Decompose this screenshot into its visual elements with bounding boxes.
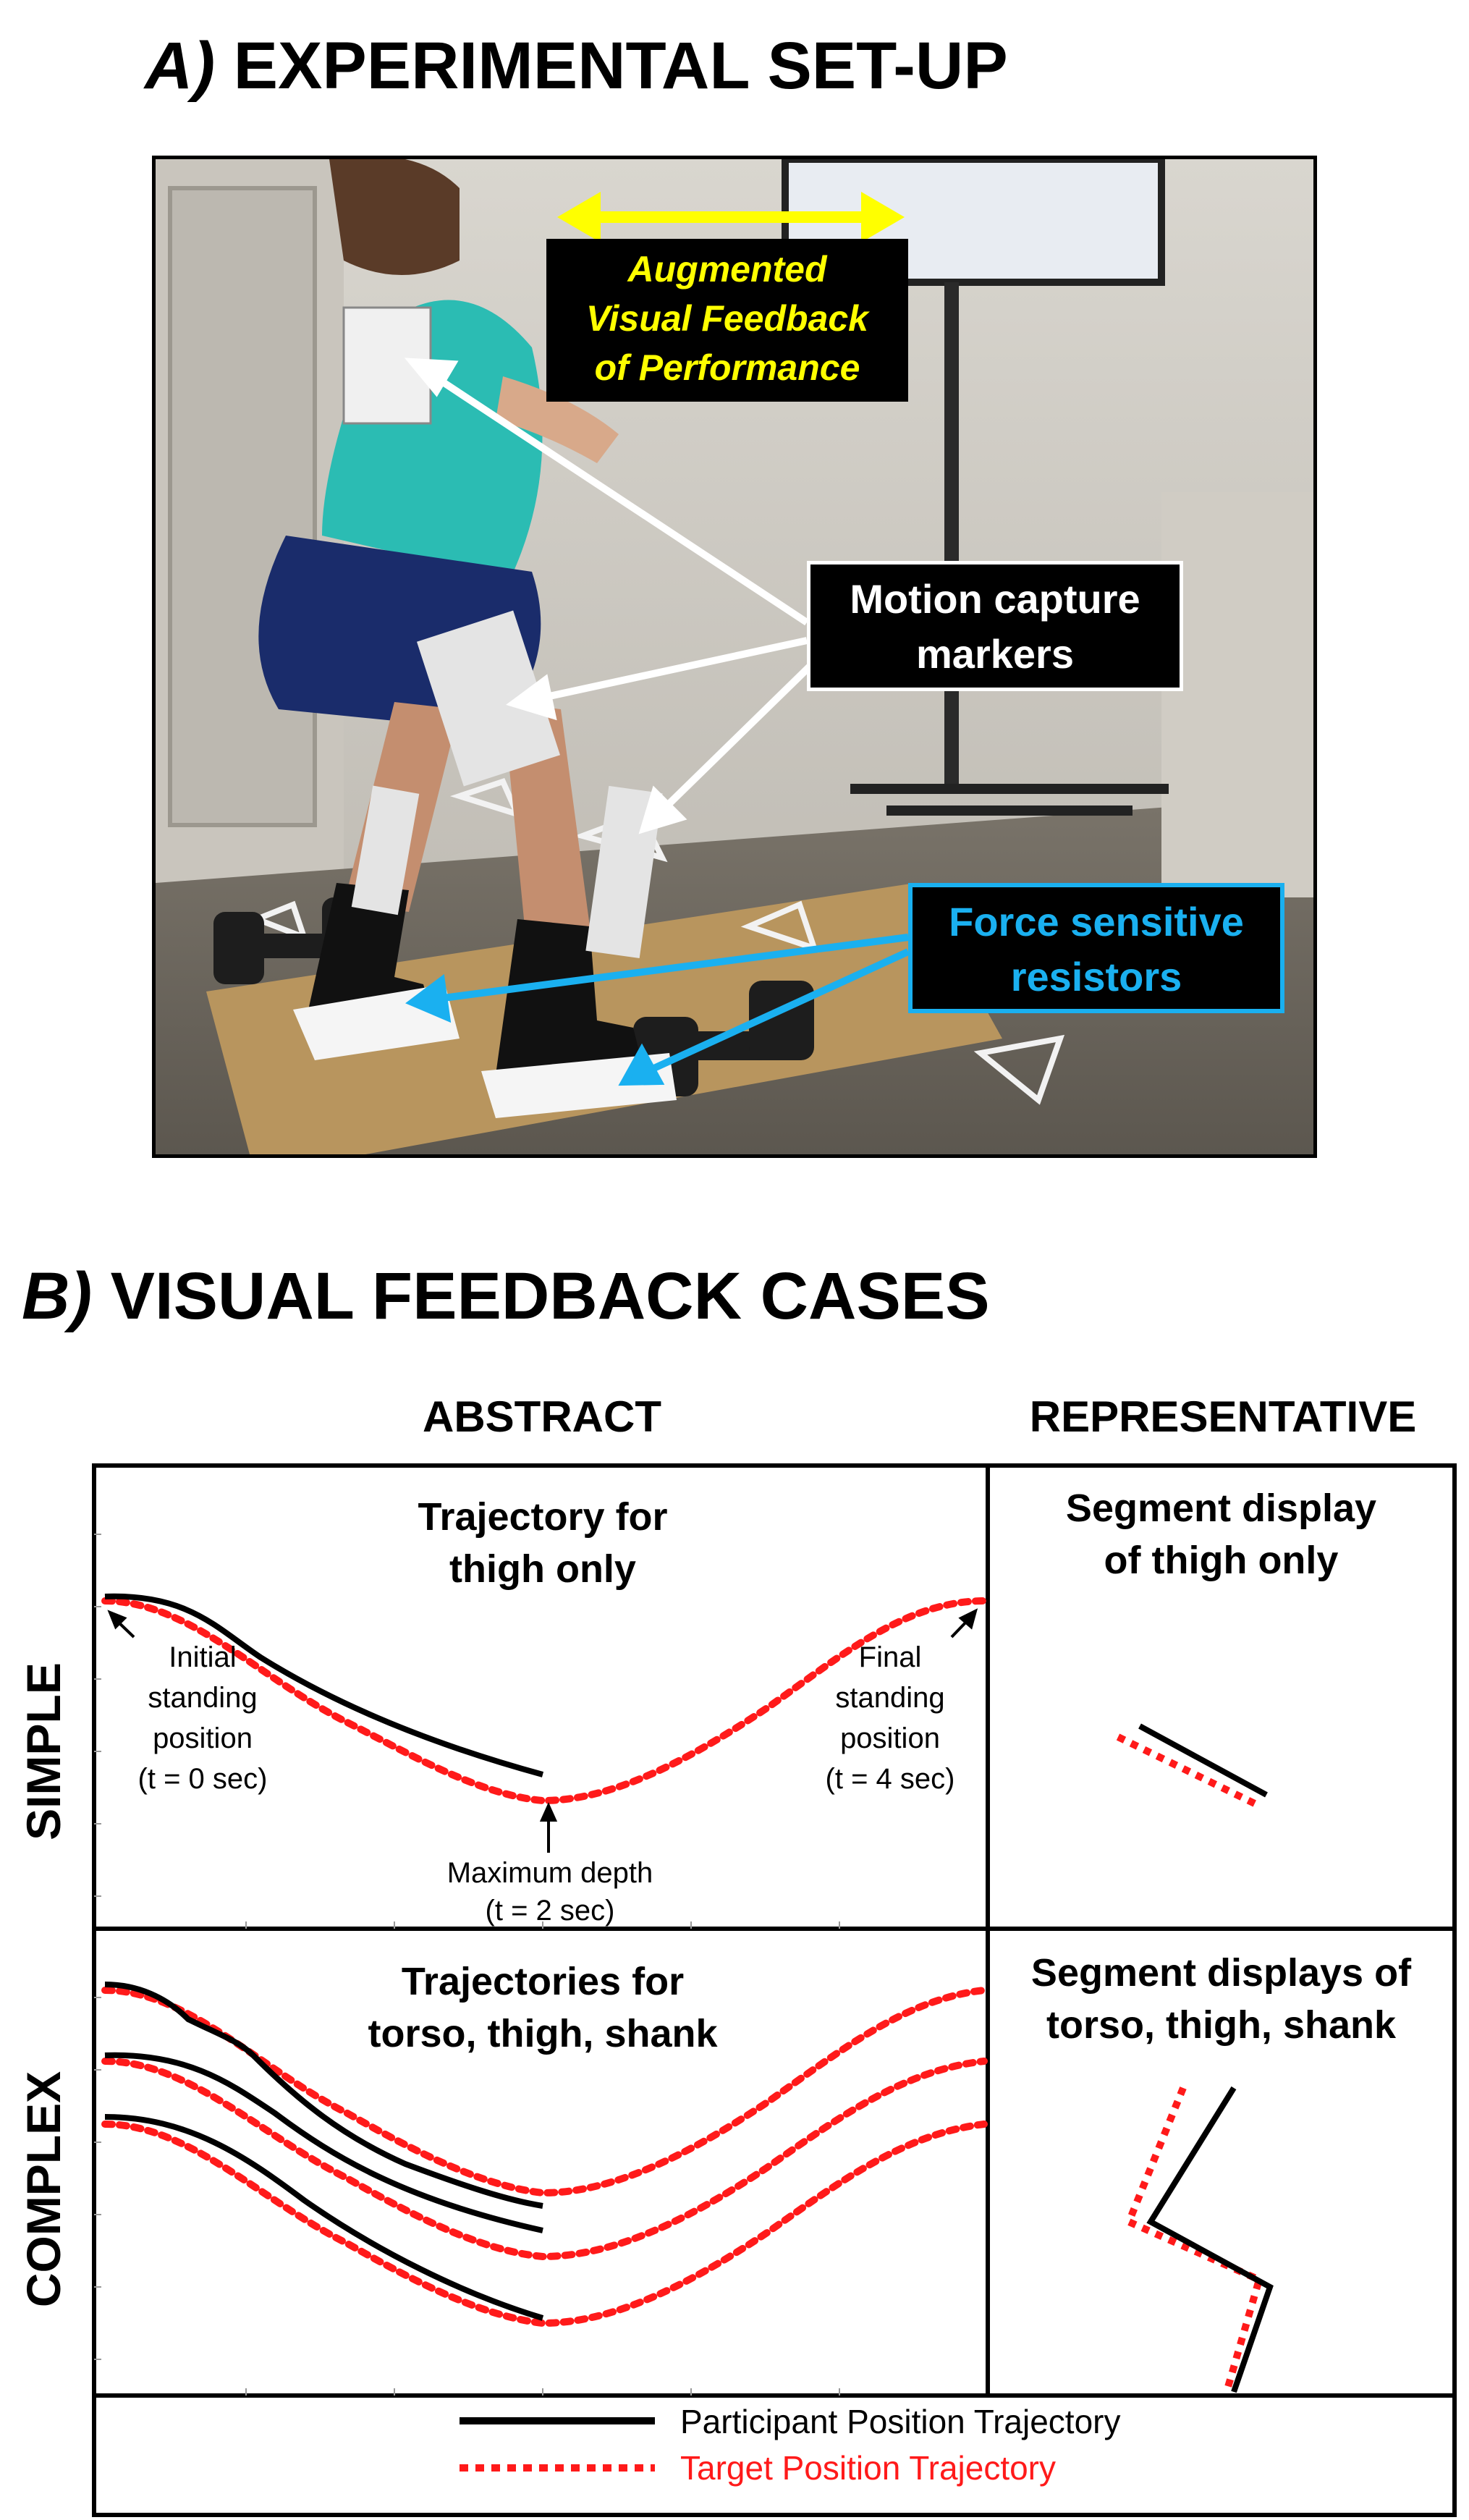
section-a-title: EXPERIMENTAL SET-UP <box>233 29 1008 103</box>
complex-target-thigh <box>101 2058 988 2261</box>
final-position-label: Final standing position (t = 4 sec) <box>803 1637 977 1799</box>
simple-representative-plot <box>1116 1723 1268 1809</box>
section-a-letter: A) <box>145 29 216 103</box>
section-b-heading: B) VISUAL FEEDBACK CASES <box>22 1263 990 1329</box>
complex-representative-title: Segment displays of torso, thigh, shank <box>991 1947 1451 2051</box>
max-depth-line-2: (t = 2 sec) <box>485 1895 615 1927</box>
feedback-line-1: Augmented <box>627 249 827 289</box>
complex-participant-shank <box>104 2114 544 2321</box>
feedback-callout: Augmented Visual Feedback of Performance <box>546 239 908 402</box>
complex-target-shank <box>101 2121 988 2327</box>
initial-line-3: position <box>153 1722 253 1754</box>
legend-target-label: Target Position Trajectory <box>680 2449 1057 2487</box>
fsr-line-1: Force sensitive <box>949 899 1244 944</box>
complex-representative-title-line-1: Segment displays of <box>1030 1951 1412 1995</box>
complex-abstract-title: Trajectories for torso, thigh, shank <box>326 1955 760 2060</box>
complex-participant-torso <box>104 1982 543 2209</box>
markers-callout: Motion capture markers <box>807 561 1183 691</box>
complex-target-segments <box>1124 2086 1264 2393</box>
feedback-line-3: of Performance <box>594 347 860 388</box>
markers-line-1: Motion capture <box>850 576 1140 622</box>
simple-participant-segment <box>1138 1723 1268 1798</box>
complex-abstract-title-line-2: torso, thigh, shank <box>368 2012 718 2055</box>
simple-abstract-title: Trajectory for thigh only <box>326 1491 760 1595</box>
complex-abstract-title-line-1: Trajectories for <box>401 1960 685 2003</box>
callout-arrows <box>404 192 910 1086</box>
experimental-setup-photo: Augmented Visual Feedback of Performance… <box>152 156 1317 1158</box>
column-header-abstract: ABSTRACT <box>0 1395 1100 1439</box>
section-a-heading: A) EXPERIMENTAL SET-UP <box>145 33 1008 99</box>
simple-representative-title: Segment display of thigh only <box>991 1482 1451 1586</box>
fsr-arrows <box>405 934 910 1086</box>
section-b-letter: B) <box>22 1259 93 1333</box>
complex-representative-plot <box>1124 2086 1274 2393</box>
simple-representative-title-line-1: Segment display <box>1065 1487 1377 1530</box>
column-header-abstract-text: ABSTRACT <box>423 1392 661 1441</box>
initial-position-arrow-icon <box>107 1610 135 1639</box>
marker-arrows <box>404 358 821 834</box>
simple-abstract-plot <box>101 1593 988 1853</box>
final-position-arrow-icon <box>950 1608 978 1639</box>
max-depth-line-1: Maximum depth <box>446 1857 653 1889</box>
section-b-title: VISUAL FEEDBACK CASES <box>110 1259 990 1333</box>
complex-participant-segments <box>1146 2086 1274 2393</box>
final-line-3: position <box>840 1722 940 1754</box>
simple-target-segment <box>1116 1733 1261 1809</box>
initial-line-2: standing <box>148 1682 258 1714</box>
feedback-line-2: Visual Feedback <box>586 298 868 339</box>
complex-representative-title-line-2: torso, thigh, shank <box>1046 2003 1397 2047</box>
axis-ticks <box>94 1534 840 2396</box>
complex-participant-thigh <box>104 2052 543 2233</box>
complex-abstract-plot <box>101 1982 988 2327</box>
markers-line-2: markers <box>916 631 1074 677</box>
simple-target-trajectory <box>101 1597 988 1805</box>
final-line-2: standing <box>835 1682 945 1714</box>
fsr-callout: Force sensitive resistors <box>908 883 1284 1013</box>
legend-participant-label: Participant Position Trajectory <box>680 2403 1121 2440</box>
fsr-line-2: resistors <box>1010 954 1182 999</box>
cases-outer-border <box>92 1463 1457 2517</box>
column-header-representative-text: REPRESENTATIVE <box>1029 1392 1417 1441</box>
final-line-4: (t = 4 sec) <box>825 1763 955 1795</box>
simple-abstract-title-line-1: Trajectory for <box>418 1495 668 1539</box>
max-depth-label: Maximum depth (t = 2 sec) <box>405 1854 695 1929</box>
simple-abstract-title-line-2: thigh only <box>449 1547 636 1591</box>
simple-participant-trajectory <box>104 1593 544 1777</box>
max-depth-arrow-icon <box>539 1802 558 1853</box>
initial-line-1: Initial <box>169 1641 237 1673</box>
double-arrow-icon <box>557 192 905 242</box>
simple-representative-title-line-2: of thigh only <box>1104 1539 1339 1582</box>
final-line-1: Final <box>858 1641 922 1673</box>
column-header-representative: REPRESENTATIVE <box>984 1395 1462 1439</box>
initial-position-label: Initial standing position (t = 0 sec) <box>116 1637 289 1799</box>
initial-line-4: (t = 0 sec) <box>137 1763 268 1795</box>
